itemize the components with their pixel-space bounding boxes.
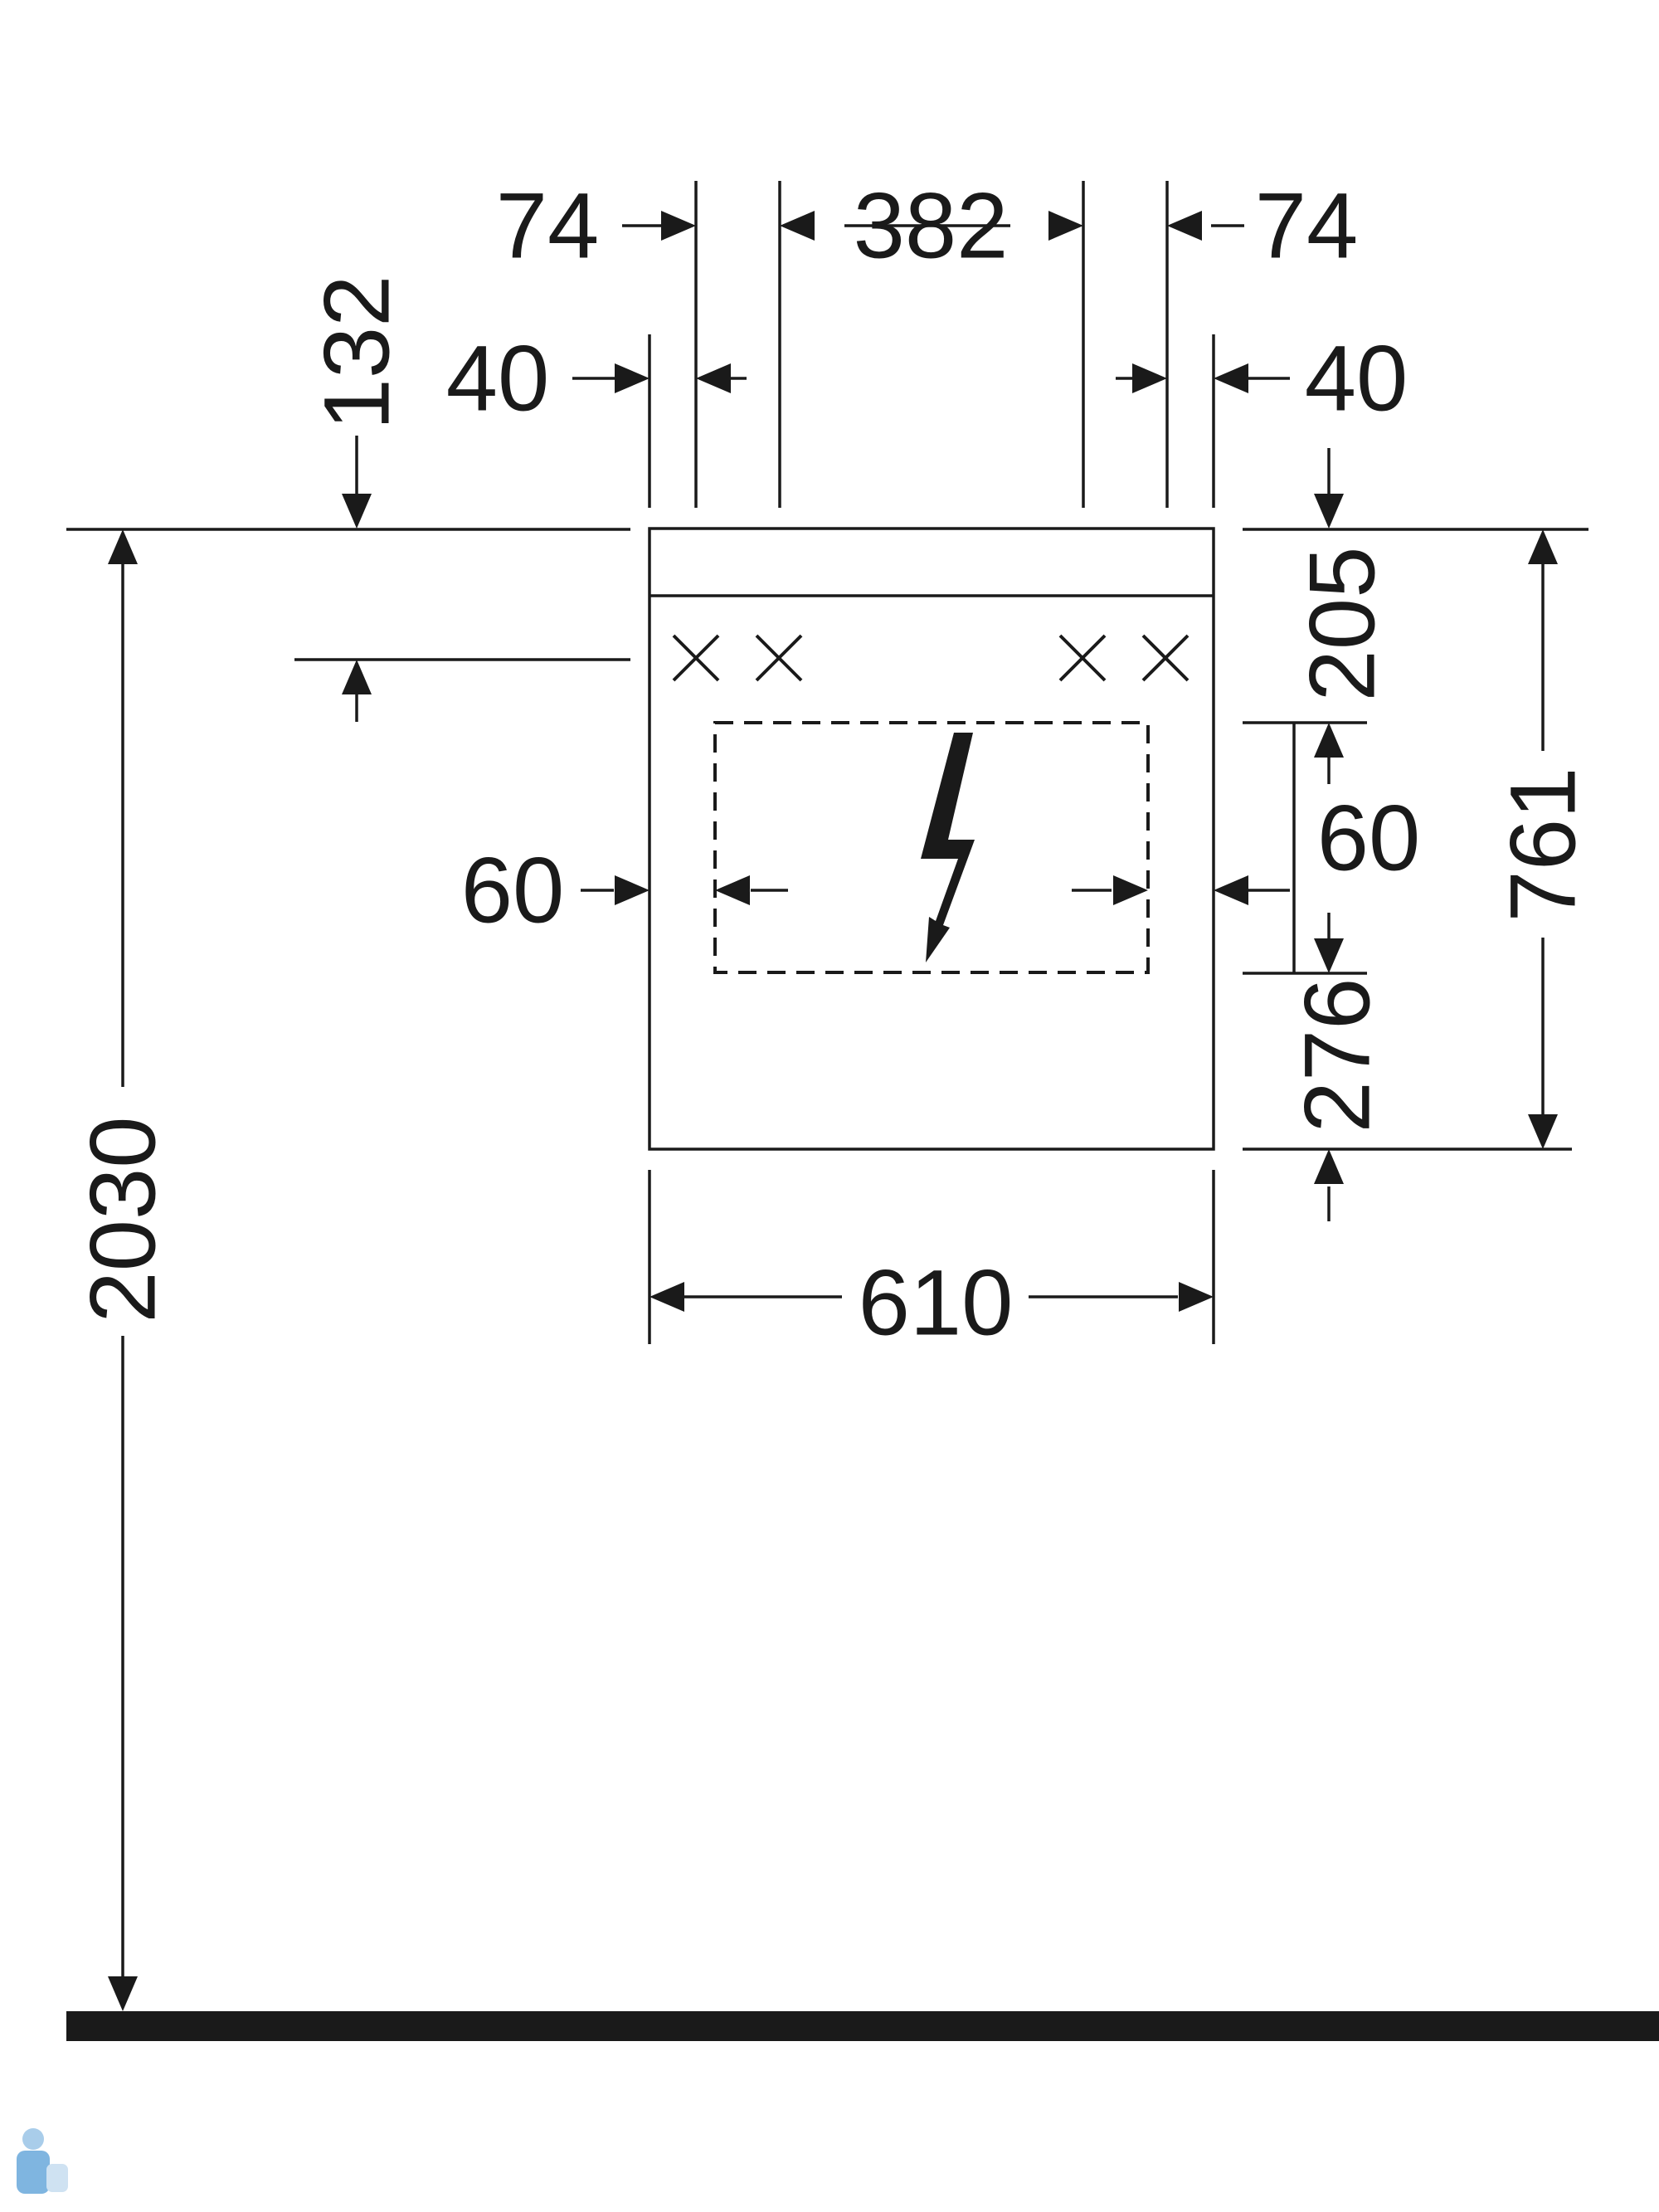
arrowhead bbox=[715, 875, 750, 905]
dim-label-top-to-box: 205 bbox=[1291, 547, 1394, 702]
cabinet-outline bbox=[648, 527, 1215, 1151]
dim-label-box-height: 60 bbox=[1317, 787, 1421, 890]
arrowhead bbox=[696, 363, 731, 393]
dim-label-top-right-offset: 74 bbox=[1255, 174, 1359, 278]
dim-label-right-edge-offset: 40 bbox=[1305, 327, 1408, 431]
cross-mark-icon bbox=[1141, 634, 1190, 682]
electrical-zone bbox=[713, 721, 1150, 974]
dim-label-cabinet-width: 610 bbox=[859, 1251, 1014, 1355]
cross-mark-icon bbox=[672, 634, 720, 682]
dim-label-left-edge-offset: 40 bbox=[446, 327, 550, 431]
arrowhead bbox=[108, 1976, 138, 2011]
arrowhead bbox=[1314, 938, 1344, 973]
arrowhead bbox=[1314, 723, 1344, 758]
arrowhead bbox=[342, 494, 372, 529]
arrowhead bbox=[649, 1282, 684, 1312]
arrowhead bbox=[1528, 529, 1558, 564]
cross-mark-icon bbox=[755, 634, 803, 682]
electrical-zone-outline bbox=[713, 721, 1150, 974]
mount-points bbox=[672, 634, 1190, 682]
dim-label-top-left-offset: 74 bbox=[496, 174, 600, 278]
arrowhead bbox=[1214, 875, 1248, 905]
arrowhead bbox=[1048, 211, 1083, 241]
plumber-logo-icon bbox=[17, 2128, 68, 2194]
arrowheads bbox=[108, 211, 1558, 2011]
arrowhead bbox=[1314, 494, 1344, 529]
dim-label-top-center-span: 382 bbox=[854, 174, 1009, 278]
arrowhead bbox=[1132, 363, 1167, 393]
dim-label-bottom-to-box: 276 bbox=[1286, 978, 1389, 1133]
arrowhead bbox=[1214, 363, 1248, 393]
dim-label-side-inset-left: 60 bbox=[461, 839, 565, 943]
dim-label-cabinet-height: 761 bbox=[1491, 767, 1595, 923]
arrowhead bbox=[661, 211, 696, 241]
arrowhead bbox=[615, 875, 649, 905]
arrowhead bbox=[1528, 1114, 1558, 1149]
arrowhead bbox=[1179, 1282, 1214, 1312]
extension-lines bbox=[66, 181, 1588, 1344]
cross-mark-icon bbox=[1058, 634, 1107, 682]
floor-line bbox=[66, 2011, 1659, 2041]
arrowhead bbox=[108, 529, 138, 564]
dimension-labels: 74 382 74 40 40 132 205 60 276 761 60 20… bbox=[71, 174, 1595, 1355]
arrowhead bbox=[342, 660, 372, 694]
arrowhead bbox=[615, 363, 649, 393]
dim-label-top-height: 132 bbox=[305, 275, 409, 431]
cabinet bbox=[648, 527, 1215, 1151]
lightning-bolt-icon bbox=[921, 733, 975, 962]
arrowhead bbox=[1314, 1149, 1344, 1184]
dim-label-total-height: 2030 bbox=[71, 1116, 175, 1323]
arrowhead bbox=[1113, 875, 1148, 905]
arrowhead bbox=[1167, 211, 1202, 241]
arrowhead bbox=[780, 211, 815, 241]
